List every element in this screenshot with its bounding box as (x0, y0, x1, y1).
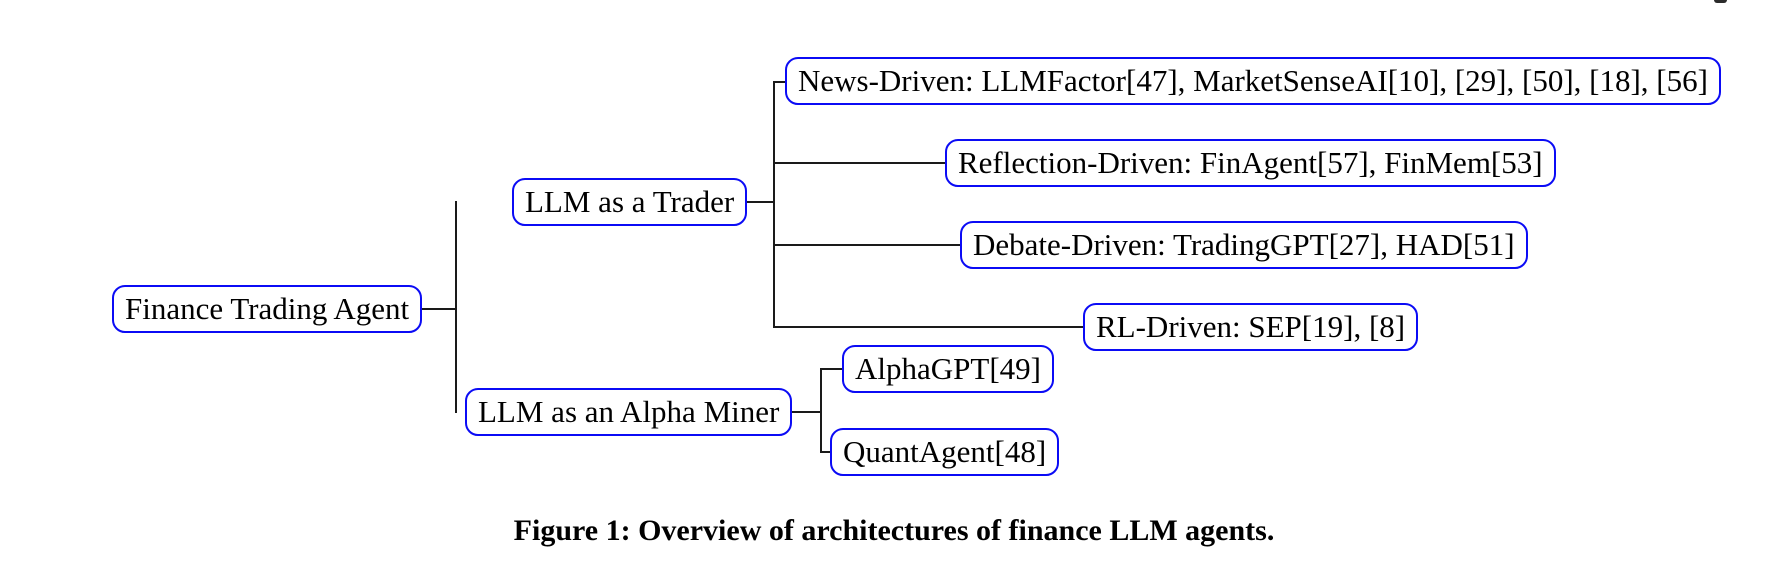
connector-main-trunk (455, 201, 457, 413)
node-alphagpt: AlphaGPT[49] (842, 345, 1054, 393)
connector-root-to-trunk (400, 308, 457, 310)
node-llm-as-an-alpha-miner: LLM as an Alpha Miner (465, 388, 793, 436)
node-debate-driven: Debate-Driven: TradingGPT[27], HAD[51] (960, 221, 1528, 269)
page-edge-glyph-artifact (1714, 0, 1727, 3)
node-finance-trading-agent: Finance Trading Agent (112, 285, 423, 333)
connector-stub-reflection (773, 162, 963, 164)
node-reflection-driven: Reflection-Driven: FinAgent[57], FinMem[… (945, 139, 1556, 187)
node-news-driven: News-Driven: LLMFactor[47], MarketSenseA… (785, 57, 1721, 105)
connector-trader-children-trunk (773, 81, 775, 328)
connector-miner-children-trunk (820, 368, 822, 453)
node-quantagent: QuantAgent[48] (830, 428, 1060, 476)
connector-stub-debate (773, 244, 978, 246)
node-llm-as-a-trader: LLM as a Trader (512, 178, 748, 226)
connector-stub-rl (773, 326, 1103, 328)
figure-caption: Figure 1: Overview of architectures of f… (513, 514, 1275, 547)
node-rl-driven: RL-Driven: SEP[19], [8] (1083, 303, 1419, 351)
